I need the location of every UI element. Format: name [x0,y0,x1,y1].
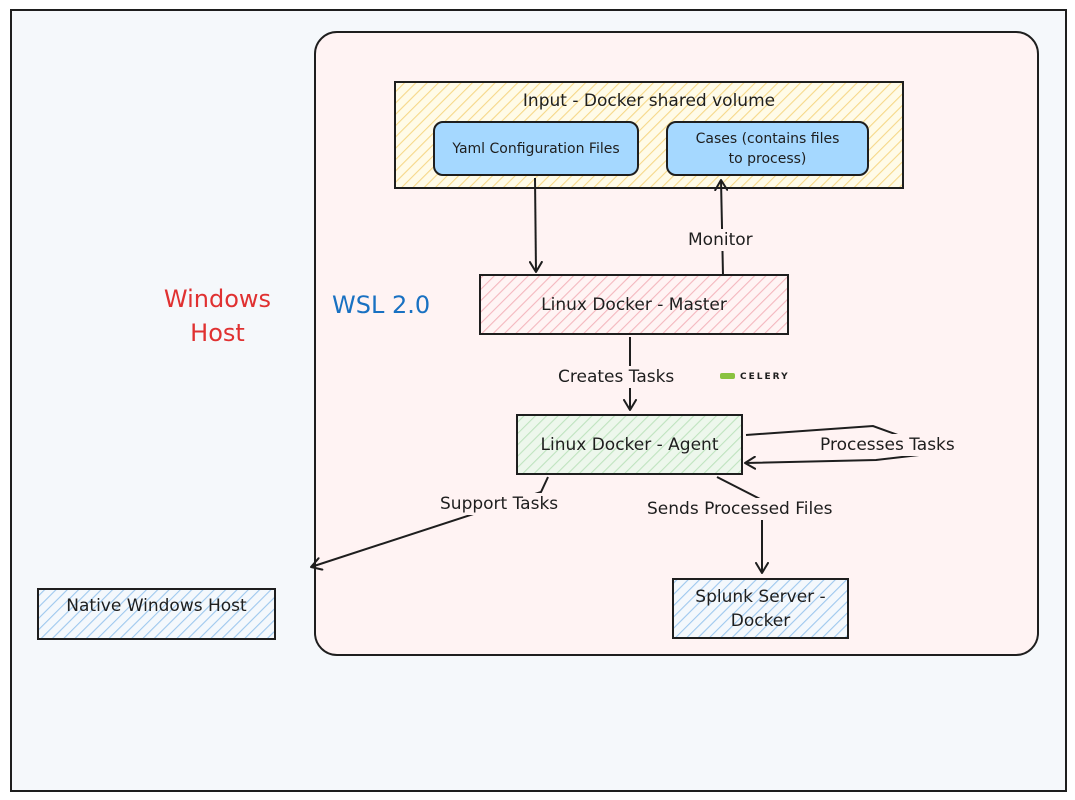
cases-label: Cases (contains files to process) [667,122,868,175]
yaml-config-box [433,121,639,176]
agent-box [516,414,743,475]
celery-label: CELERY [740,372,790,382]
celery-logo-mark [720,373,735,379]
master-label: Linux Docker - Master [541,294,727,315]
monitor-label: Monitor [686,229,755,251]
windows-host-label: Windows Host [150,282,285,350]
wsl-label: WSL 2.0 [332,291,431,319]
windows-host-label-line2: Host [190,319,245,347]
native-windows-label: Native Windows Host [66,596,247,616]
support-tasks-label: Support Tasks [438,493,561,515]
input-volume-title: Input - Docker shared volume [522,91,776,111]
cases-label-line1: Cases (contains files [695,130,840,147]
splunk-label-line2: Docker [730,610,791,631]
yaml-config-label: Yaml Configuration Files [452,140,620,157]
arrow-master-monitor-cases [714,179,729,276]
creates-tasks-label: Creates Tasks [556,366,677,388]
splunk-label: Splunk Server - Docker [673,579,848,638]
native-windows-box [37,588,276,640]
processes-tasks-label: Processes Tasks [818,434,957,456]
splunk-label-line1: Splunk Server - [695,586,826,607]
arrow-yaml-to-master [528,177,543,273]
sends-processed-files-label: Sends Processed Files [645,498,835,520]
agent-label: Linux Docker - Agent [540,434,719,455]
master-box [479,274,789,335]
windows-host-label-line1: Windows [163,285,272,313]
cases-box [666,121,869,176]
cases-label-line2: to process) [728,150,807,167]
splunk-box [672,578,849,639]
arrow-agent-to-native-windows [310,476,549,571]
